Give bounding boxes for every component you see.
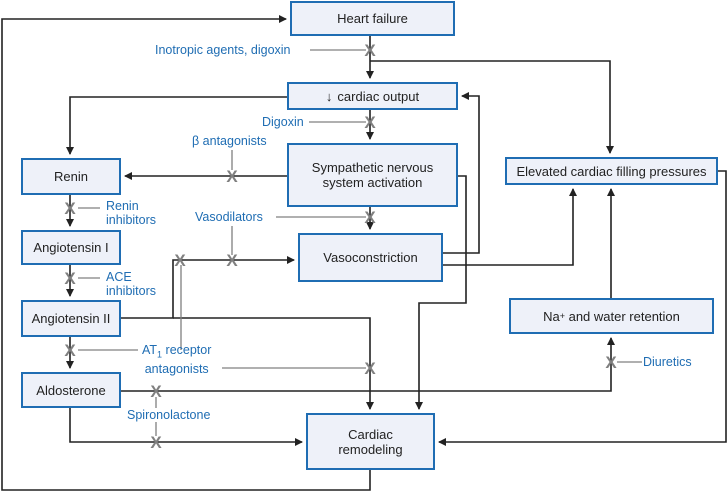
block-mark-inotropic: X	[364, 41, 376, 60]
angiotensin-ii-label: Angiotensin II	[31, 311, 111, 326]
down-arrow-icon: ↓	[325, 88, 333, 104]
vasoconstriction-box: Vasoconstriction	[298, 233, 443, 282]
block-mark-at1: X	[64, 341, 76, 360]
drug-digoxin: Digoxin	[262, 115, 304, 129]
sympathetic-label-1: Sympathetic nervous	[311, 160, 434, 175]
at1-sub: 1	[157, 349, 163, 360]
na-suffix: and water retention	[564, 308, 680, 324]
ace-line2: inhibitors	[106, 284, 157, 298]
arrow-aldosterone-to-na	[121, 337, 615, 392]
na-label: Na	[543, 308, 560, 324]
at1-suffix: receptor	[162, 343, 212, 357]
renin-box: Renin	[21, 158, 121, 195]
elevated-pressures-box: Elevated cardiac filling pressures	[505, 157, 718, 185]
drug-diuretics: Diuretics	[643, 355, 692, 369]
block-mark-spironolactone-na: X	[150, 382, 162, 401]
arrow-vasoconstriction-to-elevated	[443, 188, 577, 266]
ace-line1: ACE	[106, 270, 132, 284]
renin-label: Renin	[54, 169, 88, 184]
renin-inhibitors-line2: inhibitors	[106, 213, 157, 227]
angiotensin-i-box: Angiotensin I	[21, 230, 121, 265]
arrow-angiotensin-ii-to-remodeling	[173, 317, 374, 410]
block-mark-beta: X	[226, 167, 238, 186]
heart-failure-label: Heart failure	[337, 11, 408, 26]
block-mark-at1-remodeling: X	[364, 359, 376, 378]
arrow-remodeling-to-heart-failure	[1, 15, 371, 491]
remodeling-label-1: Cardiac	[348, 426, 393, 442]
vasoconstriction-label: Vasoconstriction	[323, 250, 418, 265]
sympathetic-label-2: system activation	[322, 175, 423, 190]
drug-beta-antagonists: β antagonists	[192, 134, 267, 148]
arrow-hf-to-elevated	[370, 60, 614, 154]
at1-prefix: AT	[142, 343, 158, 357]
angiotensin-ii-box: Angiotensin II	[21, 300, 121, 337]
angiotensin-i-label: Angiotensin I	[33, 240, 109, 255]
cardiac-output-box: ↓cardiac output	[287, 82, 458, 110]
at1-line2: antagonists	[144, 361, 209, 376]
na-water-retention-box: Na+ and water retention	[509, 298, 714, 334]
block-mark-renin-inhibitors: X	[64, 199, 76, 218]
aldosterone-box: Aldosterone	[21, 372, 121, 408]
aldosterone-label: Aldosterone	[36, 382, 106, 398]
block-mark-digoxin: X	[364, 113, 376, 132]
at1-line1: AT1 receptor	[142, 343, 211, 362]
drug-inotropic: Inotropic agents, digoxin	[155, 43, 291, 57]
block-mark-spironolactone-remodeling: X	[150, 433, 162, 452]
arrow-cardiac-output-to-renin	[66, 96, 287, 155]
arrow-vasoconstriction-to-cardiac-output	[443, 92, 480, 254]
heart-failure-box: Heart failure	[290, 1, 455, 36]
block-mark-at1-vaso: X	[174, 251, 186, 270]
drug-spironolactone: Spironolactone	[127, 408, 211, 422]
drug-vasodilators: Vasodilators	[195, 210, 263, 224]
block-mark-vasodilators: X	[226, 251, 238, 270]
remodeling-label-2: remodeling	[338, 441, 403, 457]
block-mark-vasodilators-sympathetic: X	[364, 208, 376, 227]
block-mark-diuretics: X	[605, 353, 617, 372]
na-sup: +	[559, 310, 565, 321]
renin-inhibitors-line1: Renin	[106, 199, 139, 213]
elevated-label: Elevated cardiac filling pressures	[516, 163, 707, 179]
arrow-aldosterone-to-remodeling	[69, 408, 303, 446]
arrow-elevated-to-remodeling	[438, 170, 727, 446]
cardiac-output-label: cardiac output	[337, 88, 420, 104]
arrow-angiotensin-ii-to-vasoconstriction	[121, 256, 295, 319]
arrow-sympathetic-to-remodeling	[415, 175, 467, 410]
block-mark-ace: X	[64, 269, 76, 288]
